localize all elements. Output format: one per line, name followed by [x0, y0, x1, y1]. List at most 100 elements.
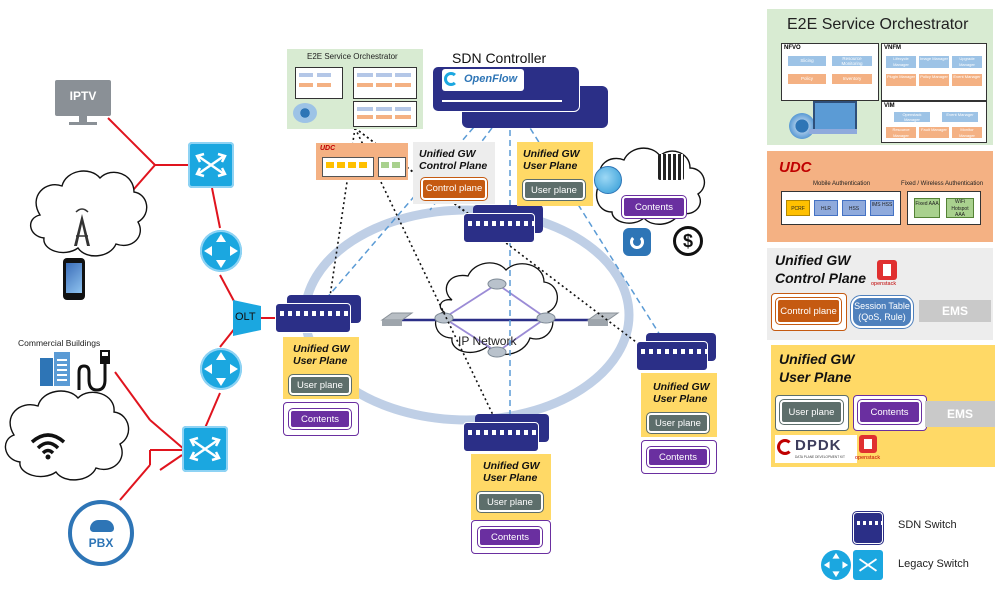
antenna-icon — [72, 208, 92, 248]
monitor-icon — [55, 80, 111, 116]
nfvo-inventory: Inventory — [832, 74, 872, 84]
udc-wifi-aaa: WiFi Hotspot AAA — [946, 198, 974, 218]
contents-button-right[interactable]: Contents — [646, 446, 710, 468]
arrows-in-icon — [204, 234, 238, 268]
dollar-icon: $ — [673, 226, 703, 256]
contents-button-cloud[interactable]: Contents — [621, 195, 687, 219]
legend-legacy-round-icon — [821, 550, 851, 580]
phone-call-icon — [623, 228, 651, 256]
ugw-user-title-bottom: Unified GW User Plane — [483, 460, 540, 484]
olt-label: OLT — [235, 311, 256, 323]
session-table-button[interactable]: Session Table (QoS, Rule) — [850, 295, 914, 329]
ugw-user-title-left: Unified GW User Plane — [293, 343, 350, 367]
control-plane-button[interactable]: Control plane — [775, 297, 842, 325]
center-control-plane-button[interactable]: Control plane — [420, 177, 488, 201]
ugw-cp-title-2: Control Plane — [775, 270, 867, 286]
user-plane-button-right[interactable]: User plane — [646, 412, 710, 434]
legend-legacy-switch-label: Legacy Switch — [898, 558, 969, 570]
ugw-user-title: Unified GW User Plane — [523, 148, 580, 172]
udc-hss: HSS — [842, 200, 866, 216]
nfvo-box: NFVO Slicing Resource Monitoring Policy … — [781, 43, 879, 101]
udc-title: UDC — [779, 159, 812, 176]
cross-arrows-icon — [189, 436, 221, 462]
pbx-label: PBX — [88, 536, 114, 550]
user-plane-button-top[interactable]: User plane — [522, 179, 586, 201]
ems-button-cp[interactable]: EMS — [919, 300, 991, 322]
vim-fault: Fault Manager — [919, 127, 949, 138]
pbx-device: PBX — [68, 500, 134, 566]
openstack-logo-cp — [877, 260, 897, 280]
mini-udc: UDC — [316, 143, 408, 180]
mobile-auth-label: Mobile Authentication — [813, 181, 871, 187]
user-plane-button[interactable]: User plane — [779, 399, 844, 425]
contents-right-frame: Contents — [641, 440, 717, 474]
vim-box: VIM Openstack Manager Event Manager Reso… — [881, 101, 987, 143]
contents-button-bottom[interactable]: Contents — [477, 526, 543, 548]
mini-e2e-orchestrator: E2E Service Orchestrator — [287, 49, 423, 129]
iptv-label: IPTV — [69, 89, 97, 103]
vnfm-box: VNFM Lifecycle Manager Image Manager Upg… — [881, 43, 987, 101]
mobile-auth-box: PCRF HLR HSS IMS HSS — [781, 191, 901, 225]
user-plane-button-bottom[interactable]: User plane — [476, 491, 544, 513]
iptv-device: IPTV — [55, 80, 111, 126]
legacy-switch-round-bottom — [200, 348, 242, 390]
nfvo-label: NFVO — [784, 45, 801, 51]
user-plane-button-left[interactable]: User plane — [288, 374, 352, 396]
wifi-icon — [30, 432, 66, 460]
e2e-title: E2E Service Orchestrator — [787, 16, 969, 33]
vnfm-policy: Policy Manager — [919, 74, 949, 86]
openflow-swirl-icon — [444, 72, 458, 86]
ugw-user-plane-left: Unified GW User Plane User plane — [283, 337, 359, 399]
legacy-switch-square-top — [188, 142, 234, 188]
legacy-switch-round-top — [200, 230, 242, 272]
ugw-user-plane-right: Unified GW User Plane User plane — [641, 373, 717, 437]
contents-frame: Contents — [853, 395, 927, 431]
vnfm-upgrade: Upgrade Manager — [952, 56, 982, 68]
vnfm-event: Event Manager — [952, 74, 982, 86]
nfvo-policy: Policy — [788, 74, 826, 84]
cloud-icon — [90, 520, 114, 532]
vnfm-label: VNFM — [884, 45, 901, 51]
user-plane-frame: User plane — [775, 395, 849, 431]
openstack-label-cp: openstack — [871, 281, 897, 287]
nfvo-resource-monitoring: Resource Monitoring — [832, 56, 872, 66]
olt-device: OLT — [233, 300, 261, 336]
sdn-switch-right — [636, 333, 718, 373]
openstack-label-up: openstack — [855, 455, 881, 461]
sdn-switch-top — [463, 205, 545, 245]
ugw-up-panel: Unified GW User Plane User plane Content… — [771, 345, 995, 467]
dpdk-text: DPDK — [795, 437, 842, 454]
smartphone-icon — [63, 258, 85, 300]
control-plane-frame: Control plane — [771, 293, 847, 331]
vim-resource: Resource Manager — [886, 127, 916, 138]
vnfm-lifecycle: Lifecycle Manager — [886, 56, 916, 68]
legend-legacy-square-icon — [853, 550, 883, 580]
openflow-logo: OpenFlow — [442, 69, 524, 91]
vnfm-plugin: Plugin Manager — [886, 74, 916, 86]
gears-icon — [293, 103, 317, 123]
dpdk-subtext: DATA PLANE DEVELOPMENT KIT — [795, 455, 845, 459]
vnfm-image: Image Manager — [919, 56, 949, 68]
globe-icon — [594, 166, 622, 194]
vim-event: Event Manager — [942, 112, 978, 122]
ugw-user-title-right: Unified GW User Plane — [653, 381, 710, 405]
fixed-auth-box: Fixed AAA WiFi Hotspot AAA — [907, 191, 981, 225]
ems-button-up[interactable]: EMS — [925, 401, 995, 427]
film-icon — [658, 154, 684, 180]
sdn-switch-left — [275, 295, 363, 335]
vim-openstack: Openstack Manager — [894, 112, 930, 122]
gears-laptop-icon — [787, 101, 857, 141]
ugw-user-plane-bottom: Unified GW User Plane User plane — [471, 454, 551, 520]
contents-button-left[interactable]: Contents — [288, 408, 352, 430]
udc-pcrf: PCRF — [786, 200, 810, 216]
e2e-orchestrator-panel: E2E Service Orchestrator NFVO Slicing Re… — [767, 9, 993, 145]
vim-label: VIM — [884, 103, 895, 109]
commercial-buildings-label: Commercial Buildings — [18, 338, 101, 348]
dpdk-logo: DPDK DATA PLANE DEVELOPMENT KIT — [775, 435, 857, 463]
contents-button[interactable]: Contents — [857, 399, 922, 425]
ip-network-label: IP Network — [458, 334, 517, 348]
ugw-up-title-1: Unified GW — [779, 351, 855, 367]
contents-left-frame: Contents — [283, 402, 359, 436]
cross-arrows-icon — [195, 152, 227, 178]
